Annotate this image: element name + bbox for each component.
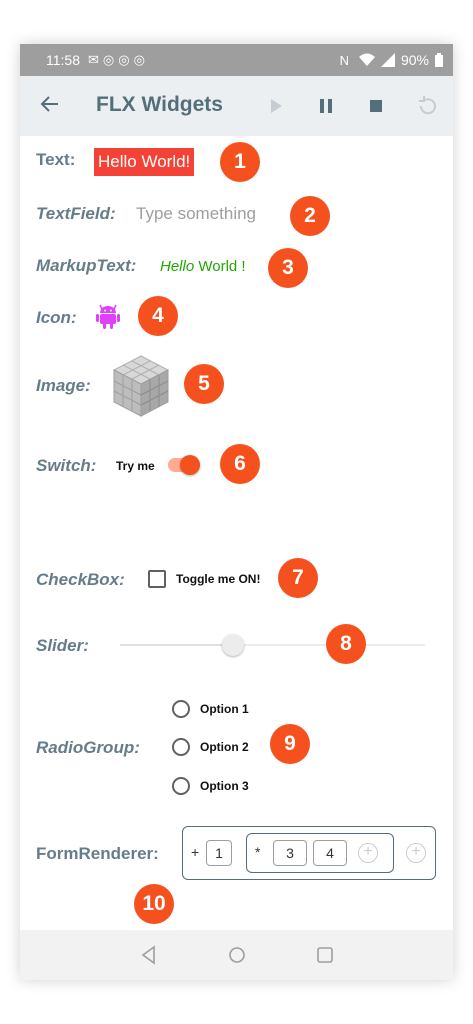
android-icon (96, 304, 120, 329)
add-inner-icon[interactable]: + (358, 843, 378, 863)
badge-8: 8 (326, 624, 366, 664)
badge-2: 2 (290, 196, 330, 236)
badge-4: 4 (138, 296, 178, 336)
add-outer-icon[interactable]: + (406, 843, 426, 863)
instagram-icon: ◎ (102, 52, 115, 67)
textfield-input[interactable]: Type something (136, 204, 257, 223)
text-label: Text: (36, 150, 76, 169)
hello-text: Hello World! (94, 148, 195, 176)
badge-6: 6 (220, 444, 260, 484)
markup-text: Hello World ! (160, 258, 246, 275)
markup-part-italic: Hello (160, 258, 195, 275)
checkbox-label: CheckBox: (36, 570, 125, 589)
slider-track[interactable] (120, 644, 425, 646)
checkbox-text: Toggle me ON! (176, 572, 261, 586)
widget-list: Text: Hello World! 1 TextField: Type som… (20, 136, 453, 930)
app-bar: FLX Widgets (20, 76, 453, 136)
radio-option-1-label: Option 1 (200, 702, 249, 716)
status-bar: 11:58 ✉ ◎ ◎ ◎ N 90% (20, 44, 453, 76)
slider-active-track (120, 644, 232, 646)
refresh-icon[interactable] (415, 94, 439, 118)
radio-option-2[interactable] (172, 738, 190, 756)
radio-option-3-label: Option 3 (200, 779, 249, 793)
back-nav-icon[interactable] (138, 944, 160, 966)
app-title: FLX Widgets (96, 93, 223, 116)
battery-level: 90% (400, 52, 429, 68)
nav-bar (20, 930, 453, 980)
phone-frame: 11:58 ✉ ◎ ◎ ◎ N 90% FLX Widgets (20, 44, 453, 980)
checkbox[interactable] (148, 570, 166, 588)
gmail-icon: ✉ (88, 52, 99, 67)
radio-option-2-label: Option 2 (200, 740, 249, 754)
instagram-icon: ◎ (133, 52, 145, 67)
switch-label: Switch: (36, 456, 97, 475)
badge-5: 5 (184, 364, 224, 404)
form-value-1[interactable]: 1 (206, 840, 232, 866)
image-label: Image: (36, 376, 91, 395)
textfield-label: TextField: (36, 204, 116, 223)
badge-10: 10 (134, 884, 174, 924)
badge-1: 1 (220, 142, 260, 182)
cube-image (112, 355, 170, 417)
back-arrow-icon[interactable] (38, 92, 62, 116)
status-time: 11:58 (46, 52, 80, 68)
nfc-icon: N (339, 52, 349, 68)
markup-part-bold: World ! (198, 258, 246, 275)
home-nav-icon[interactable] (226, 944, 248, 966)
form-value-3[interactable]: 4 (313, 840, 347, 866)
slider-label: Slider: (36, 636, 89, 655)
signal-icon (380, 53, 395, 67)
markup-label: MarkupText: (36, 256, 137, 275)
stop-icon[interactable] (364, 94, 388, 118)
pause-icon[interactable] (314, 94, 338, 118)
battery-icon (435, 53, 443, 67)
switch-thumb[interactable] (180, 455, 200, 475)
switch-text: Try me (116, 459, 155, 473)
radiogroup-label: RadioGroup: (36, 738, 140, 757)
instagram-icon: ◎ (118, 52, 130, 67)
badge-9: 9 (270, 724, 310, 764)
icon-label: Icon: (36, 308, 77, 327)
wifi-icon (358, 53, 375, 66)
form-operator-multiply: * (255, 844, 261, 860)
play-icon[interactable] (264, 94, 288, 118)
form-outer-group (182, 826, 436, 880)
form-operator-plus: + (191, 844, 200, 860)
formrenderer-label: FormRenderer: (36, 844, 159, 863)
recents-nav-icon[interactable] (314, 944, 336, 966)
radio-option-1[interactable] (172, 700, 190, 718)
form-value-2[interactable]: 3 (273, 840, 307, 866)
radio-option-3[interactable] (172, 777, 190, 795)
slider-thumb[interactable] (222, 634, 244, 656)
form-inner-group (246, 833, 394, 873)
badge-3: 3 (268, 248, 308, 288)
badge-7: 7 (278, 558, 318, 598)
